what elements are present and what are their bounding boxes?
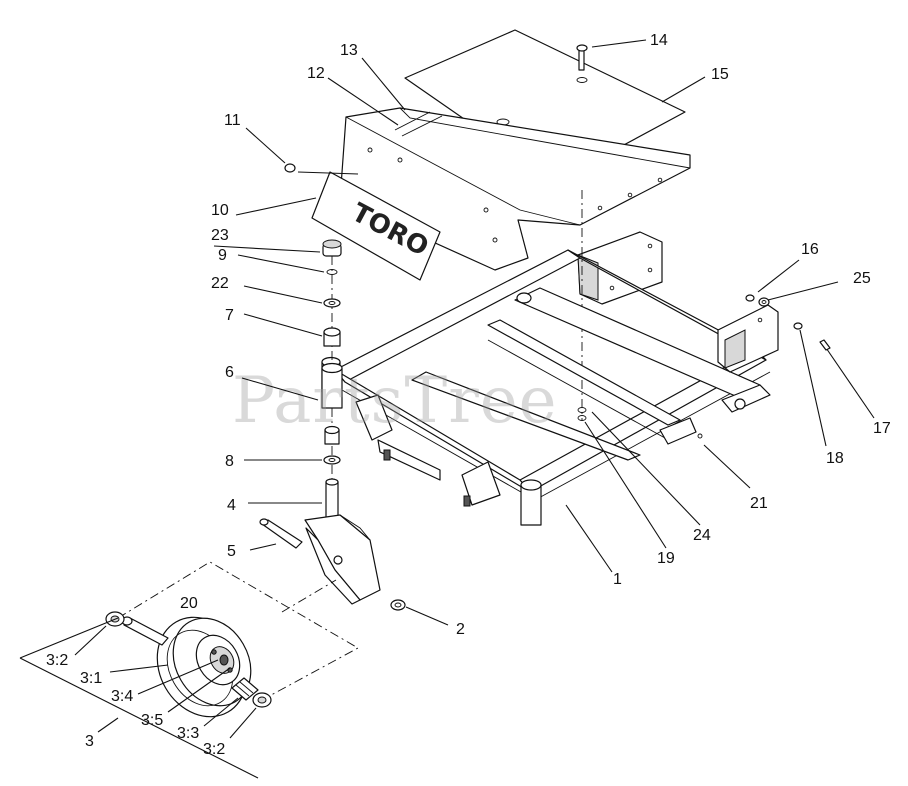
callout-6: 6 [225, 364, 234, 381]
callout-25: 25 [853, 270, 871, 287]
callout-20: 20 [180, 595, 198, 612]
callout-3: 3 [85, 733, 94, 750]
nut-2 [390, 599, 406, 611]
watermark: PartsTree [232, 364, 558, 438]
axle-bolt-5 [259, 518, 303, 549]
callout-2: 2 [456, 621, 465, 638]
callout-3-2-bottom: 3:2 [203, 741, 225, 758]
callout-labels: 1 2 3 3:1 3:2 3:2 3:3 3:4 3:5 4 5 6 7 8 … [46, 32, 891, 758]
leader-lines [19, 39, 875, 779]
callout-24: 24 [693, 527, 711, 544]
callout-11: 11 [224, 112, 241, 129]
callout-15: 15 [711, 66, 729, 83]
wheel-assembly-outline [117, 561, 359, 701]
callout-7: 7 [225, 307, 234, 324]
callout-13: 13 [340, 42, 358, 59]
callout-16: 16 [801, 241, 819, 258]
callout-14: 14 [650, 32, 668, 49]
hardware-11 [284, 163, 296, 173]
callout-19: 19 [657, 550, 675, 567]
callout-21: 21 [750, 495, 768, 512]
callout-3-4: 3:4 [111, 688, 133, 705]
callout-5: 5 [227, 543, 236, 560]
callout-10: 10 [211, 202, 229, 219]
callout-17: 17 [873, 420, 891, 437]
callout-12: 12 [307, 65, 325, 82]
callout-9: 9 [218, 247, 227, 264]
bolt-14 [576, 44, 588, 71]
bracket-24 [577, 190, 663, 421]
callout-3-3: 3:3 [177, 725, 199, 742]
callout-3-5: 3:5 [141, 712, 163, 729]
bearing-3-2-right [252, 692, 272, 708]
caster-fork [304, 514, 381, 605]
callout-8: 8 [225, 453, 234, 470]
callout-4: 4 [227, 497, 236, 514]
hardware-17-18 [793, 322, 831, 351]
hardware-16-25 [745, 294, 770, 307]
callout-3-1: 3:1 [80, 670, 102, 687]
axle-spacer-20 [121, 616, 169, 646]
callout-1: 1 [613, 571, 622, 588]
hub-sleeve-3-3 [231, 677, 259, 701]
callout-22: 22 [211, 275, 229, 292]
callout-18: 18 [826, 450, 844, 467]
callout-3-2-top: 3:2 [46, 652, 68, 669]
caster-stack [321, 239, 343, 523]
callout-23: 23 [211, 227, 229, 244]
